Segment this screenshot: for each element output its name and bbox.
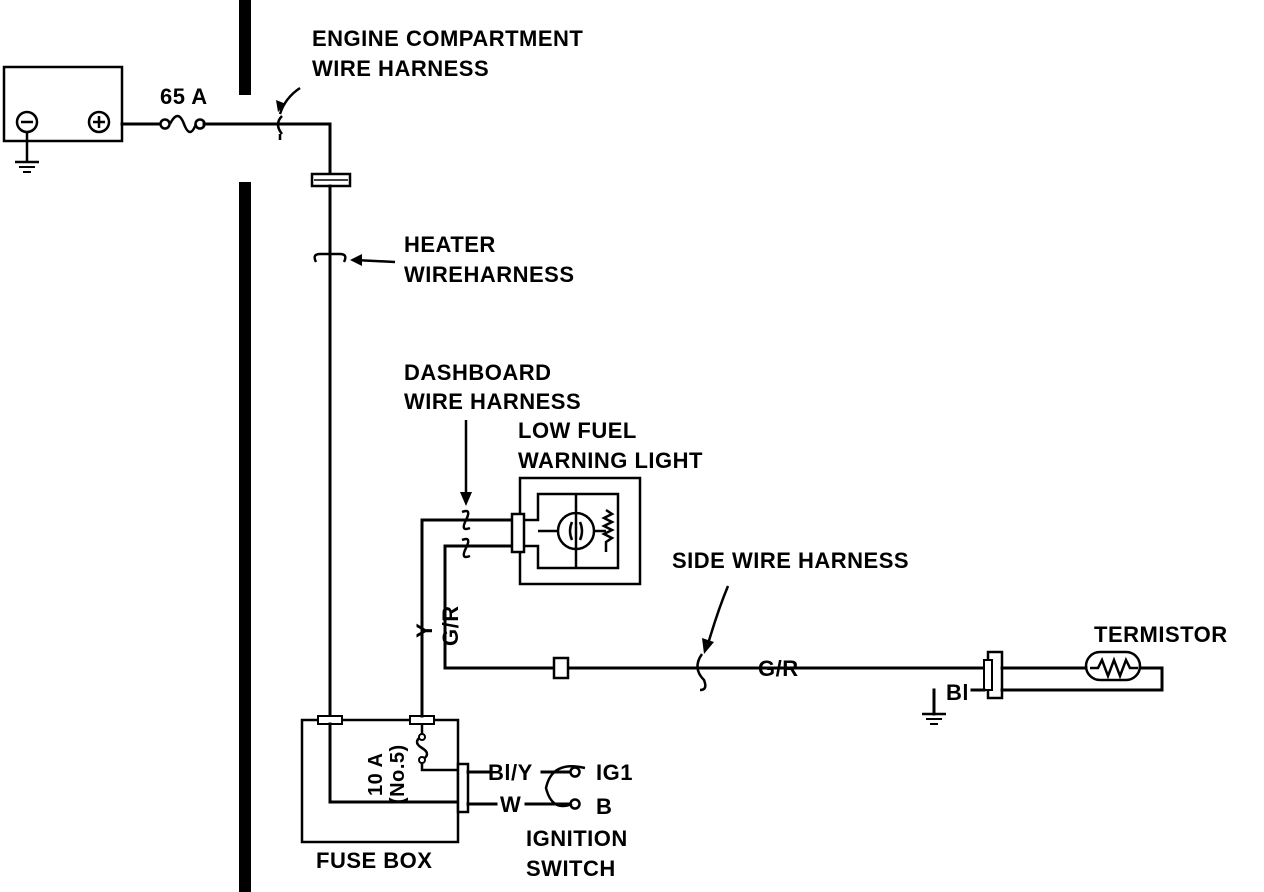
ignition-switch-label-2: SWITCH	[526, 856, 616, 881]
wire-w-label: W	[500, 792, 521, 817]
battery-ground-icon	[15, 132, 39, 173]
heater-harness-label-1: HEATER	[404, 232, 496, 257]
wire-gr	[443, 544, 992, 670]
wire-bly-label: Bl/Y	[488, 760, 533, 785]
wire-battery-main	[120, 122, 332, 176]
termistor-ground-icon	[922, 712, 946, 725]
firewall-upper	[239, 0, 251, 95]
engine-harness-label-2: WIRE HARNESS	[312, 56, 489, 81]
fuse-box-label: FUSE BOX	[316, 848, 432, 873]
dashboard-harness-break	[461, 509, 471, 559]
engine-harness-leader	[278, 86, 301, 115]
b-terminal-label: B	[596, 794, 612, 819]
side-harness-leader	[706, 585, 730, 645]
wire-fusebox-internal	[328, 722, 464, 804]
connector-gr	[552, 656, 570, 680]
termistor-icon	[1084, 650, 1142, 682]
heater-harness-label-2: WIREHARNESS	[404, 262, 575, 287]
side-harness-label: SIDE WIRE HARNESS	[672, 548, 909, 573]
ignition-switch-label-1: IGNITION	[526, 826, 628, 851]
low-fuel-label-1: LOW FUEL	[518, 418, 637, 443]
fuse-10a-label-2: (No.5)	[387, 744, 409, 804]
engine-harness-label-1: ENGINE COMPARTMENT	[312, 26, 583, 51]
battery	[2, 65, 124, 143]
main-fuse-icon	[159, 114, 206, 134]
ignition-switch-icon	[544, 765, 586, 810]
dashboard-harness-label-1: DASHBOARD	[404, 360, 552, 385]
dashboard-harness-label-2: WIRE HARNESS	[404, 389, 581, 414]
main-fuse-label: 65 A	[160, 84, 208, 109]
ig1-terminal-label: IG1	[596, 760, 633, 785]
wire-bl-label: Bl	[946, 680, 969, 705]
firewall-lower	[239, 182, 251, 892]
low-fuel-label-2: WARNING LIGHT	[518, 448, 703, 473]
side-harness-break	[696, 653, 707, 692]
wire-gr-horizontal-label: G/R	[758, 656, 799, 681]
wire-gr-vertical-label: G/R	[438, 605, 463, 646]
low-fuel-warning-light	[510, 476, 642, 586]
termistor-label: TERMISTOR	[1094, 622, 1228, 647]
wire-y	[420, 518, 520, 718]
engine-harness-break	[276, 115, 284, 140]
heater-harness-break	[313, 252, 347, 263]
wire-y-label: Y	[412, 623, 437, 638]
wire-termistor	[1000, 666, 1164, 692]
fuse-10a-label-1: 10 A	[365, 752, 387, 796]
